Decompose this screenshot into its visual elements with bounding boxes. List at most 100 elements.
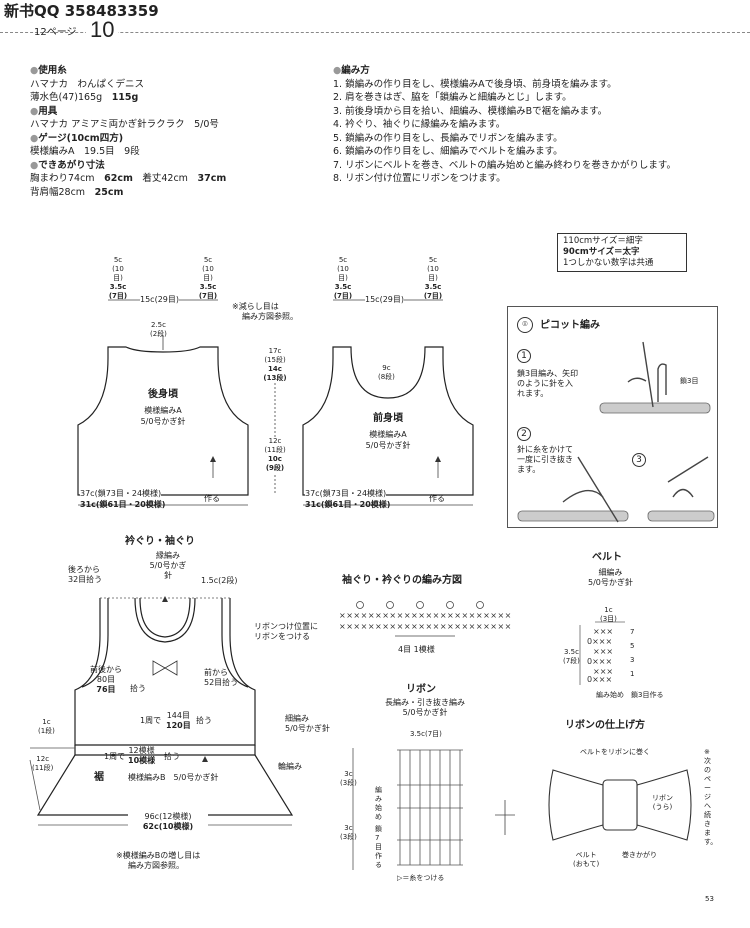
label-line: 76目	[96, 685, 116, 694]
back-title: 後身頃	[148, 389, 178, 400]
row1-dim: 1c(1段)	[38, 718, 55, 736]
round-pick: 1周で	[140, 716, 161, 726]
svg-text:×××: ×××	[593, 647, 613, 656]
ribbon-start: 編み始め	[375, 786, 385, 822]
label-line: 80目	[96, 675, 116, 684]
label-part: 目	[375, 843, 382, 851]
label-part: 編み始め	[375, 786, 382, 821]
label-line: リボン	[652, 794, 673, 802]
dim: 1c	[604, 606, 613, 614]
dim: 3.5c	[109, 283, 127, 291]
legend-line2: 90cmサイズ＝太字	[563, 247, 640, 257]
side-dim: 12c(11段)10c(9段)	[263, 437, 287, 473]
picot-illustrations	[517, 341, 715, 523]
dim: 3c	[344, 824, 353, 832]
assembly-diagram	[29, 596, 294, 826]
legend-line3: 1つしかない数字は共通	[563, 258, 654, 268]
dim: 5c	[338, 256, 348, 264]
bodice-diagrams	[77, 299, 474, 506]
label-line: リボンつけ位置に	[254, 622, 318, 631]
dim: 3.5c	[334, 283, 352, 291]
size-shoulder-small: 25cm	[94, 186, 124, 198]
belt-row: 3	[630, 656, 635, 664]
front-neck-depth: 9c(8段)	[378, 364, 395, 382]
front-title: 前身頃	[373, 413, 403, 424]
front-neck-width: 15c(29目)	[365, 295, 404, 305]
fb-pick-suffix: 拾う	[130, 684, 146, 693]
step-line: ます。	[517, 465, 541, 474]
front-bottom-width: 37c(鎖73目・24模様)	[305, 489, 387, 499]
label-line: 144目	[166, 711, 190, 720]
finish-title: リボンの仕上げ方	[565, 720, 645, 731]
label-line: 5/0号かぎ針	[149, 561, 187, 580]
label-line: ベルト	[575, 851, 597, 859]
label-line: 5/0号かぎ針	[588, 578, 633, 587]
belt-start: 編み始め 鎖3目作る	[596, 691, 664, 699]
hem-note: ※模様編みBの増し目は編み方図参照。	[116, 851, 200, 871]
dim: (15段)	[264, 356, 286, 364]
dim: 12c	[36, 755, 50, 763]
belt-height: 3.5c(7段)	[563, 648, 580, 666]
back-make: 作る	[204, 494, 220, 503]
step-line: 鎖3目編み、矢印	[517, 369, 579, 378]
hem-bottom: 96c(12模様)62c(10模様)	[128, 812, 208, 832]
ribbon-yarn-key: ▷＝糸をつける	[397, 874, 445, 882]
dim: (3段)	[340, 833, 357, 841]
armhole-dim: 17c(15段)14c(13段)	[263, 347, 287, 383]
back-shoulder-right: 5c(10目)3.5c(7目)	[198, 256, 218, 301]
step-line: 針に糸をかけて	[517, 445, 573, 454]
belt-title: ベルト	[592, 552, 622, 563]
dim: (7目)	[108, 292, 128, 300]
step-number: 1	[517, 349, 531, 363]
howto-step: 7. リボンにベルトを巻き、ベルトの編み始めと編み終わりを巻きかがりします。	[333, 159, 676, 171]
svg-text:××××××××××××××××××××××××: ××××××××××××××××××××××××	[339, 622, 512, 631]
svg-text:0×××: 0×××	[587, 675, 612, 684]
dim: (10目)	[337, 265, 349, 282]
step-line: れます。	[517, 389, 549, 398]
picot-step1: 鎖3目編み、矢印のように針を入れます。	[517, 369, 578, 399]
finish-belt: ベルト(おもて)	[573, 851, 599, 869]
step-number: 3	[632, 453, 646, 467]
dim: (10目)	[427, 265, 439, 282]
dim: (11段)	[264, 446, 286, 454]
dim: 5c	[428, 256, 438, 264]
svg-text:0×××: 0×××	[587, 657, 612, 666]
yarn-line2a: 薄水色(47)165g	[30, 92, 103, 103]
header-divider	[0, 32, 750, 33]
dim: 3.5c	[563, 648, 579, 656]
size-legend: 110cmサイズ＝細字 90cmサイズ＝太字 1つしかない数字は共通	[557, 233, 687, 272]
picot-step2: 針に糸をかけて一度に引き抜きます。	[517, 445, 573, 475]
dim: 10c	[268, 455, 282, 463]
continued-note: ※次のページへ続きます。	[704, 748, 718, 846]
tool-heading: 用具	[38, 105, 58, 117]
step-line: のように針を入	[517, 379, 573, 388]
page-label: 12ページ	[34, 27, 77, 38]
dim: 17c	[268, 347, 282, 355]
dim: (7段)	[563, 657, 580, 665]
back-neck-width: 15c(29目)	[140, 295, 179, 305]
ribbon-title: リボン	[406, 684, 436, 695]
label-line: 5/0号かぎ針	[402, 708, 448, 717]
note-line: 編み方図参照。	[128, 861, 184, 870]
label-line: リボンをつける	[254, 632, 310, 641]
finish-back: リボン(うら)	[652, 794, 673, 812]
yarn-heading: 使用糸	[38, 65, 67, 76]
step-number: 2	[517, 427, 531, 441]
howto-step: 4. 衿ぐり、袖ぐりに縁編みを編みます。	[333, 119, 506, 130]
assembly-title: 衿ぐり・袖ぐり	[125, 536, 195, 547]
dim: (7目)	[333, 292, 353, 300]
label-line: 前後から	[90, 665, 122, 674]
row2-dim: 12c(11段)	[32, 755, 53, 773]
finish-whip: 巻きかがり	[622, 851, 657, 859]
label-line: 120目	[166, 721, 191, 730]
dim: (7目)	[198, 292, 218, 300]
step-line: 一度に引き抜き	[517, 455, 573, 464]
label-line: 12模様	[128, 746, 155, 755]
chain3-label: 鎖3目	[680, 377, 699, 385]
dim: 5c	[203, 256, 213, 264]
